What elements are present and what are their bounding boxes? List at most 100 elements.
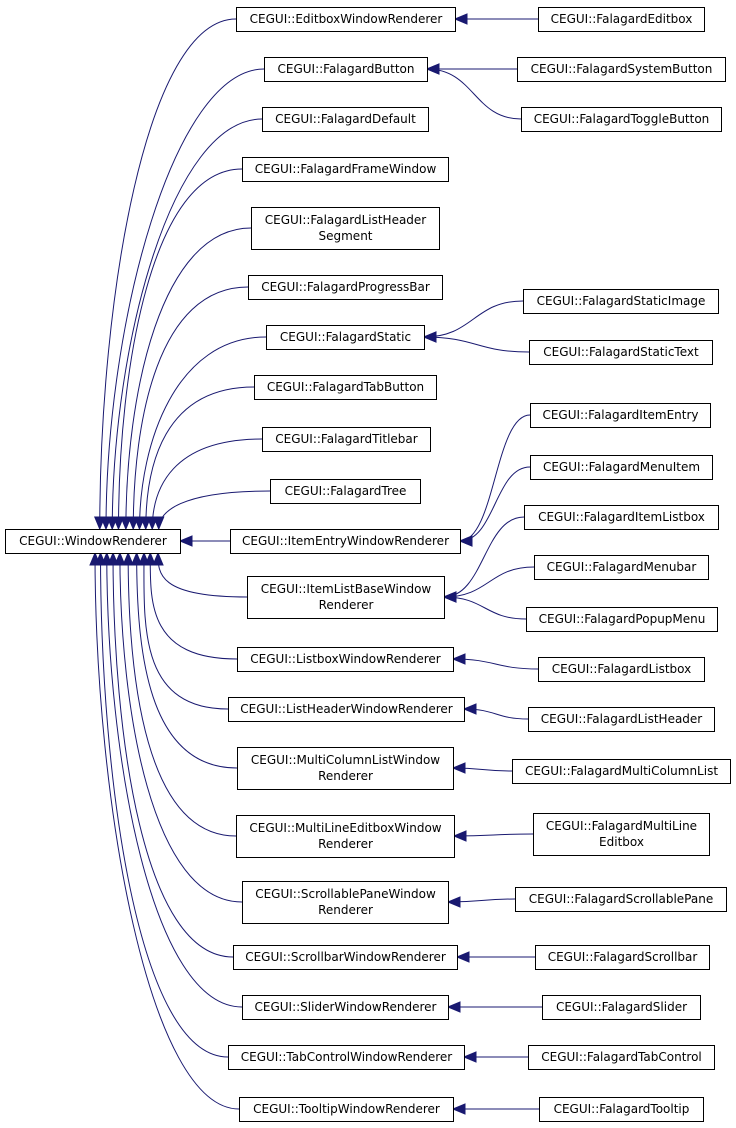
class-box	[523, 289, 719, 314]
class-node-fal-editbox[interactable]: CEGUI::FalagardEditbox	[538, 7, 705, 32]
arrowhead-fal-listheader-to-listheader-wr	[462, 703, 477, 715]
class-node-itementry-wr[interactable]: CEGUI::ItemEntryWindowRenderer	[230, 529, 461, 554]
class-label: Renderer	[318, 903, 373, 917]
class-box	[535, 945, 710, 970]
class-label: CEGUI::ScrollbarWindowRenderer	[245, 950, 446, 964]
class-label: Renderer	[318, 837, 373, 851]
class-label: CEGUI::FalagardItemListbox	[538, 510, 705, 524]
class-label: CEGUI::FalagardFrameWindow	[255, 162, 437, 176]
class-node-fal-statictext[interactable]: CEGUI::FalagardStaticText	[529, 340, 713, 365]
arrowhead-itemlistbase-wr-to-wr	[152, 551, 164, 566]
arrowhead-fal-tree-to-wr	[153, 516, 165, 531]
class-node-fal-listheader[interactable]: CEGUI::FalagardListHeader	[528, 707, 715, 732]
arrowhead-fal-statictext-to-fal-static	[422, 331, 437, 343]
class-node-listheader-wr[interactable]: CEGUI::ListHeaderWindowRenderer	[228, 697, 465, 722]
class-node-fal-framewindow[interactable]: CEGUI::FalagardFrameWindow	[242, 157, 449, 182]
class-node-fal-multicol[interactable]: CEGUI::FalagardMultiColumnList	[512, 759, 731, 784]
class-node-editbox-wr[interactable]: CEGUI::EditboxWindowRenderer	[236, 7, 456, 32]
class-node-fal-menuitem[interactable]: CEGUI::FalagardMenuItem	[530, 455, 713, 480]
class-node-fal-menubar[interactable]: CEGUI::FalagardMenubar	[534, 555, 709, 580]
class-node-scrollbar-wr[interactable]: CEGUI::ScrollbarWindowRenderer	[233, 945, 458, 970]
class-label: CEGUI::FalagardScrollbar	[548, 950, 698, 964]
class-node-tooltip-wr[interactable]: CEGUI::TooltipWindowRenderer	[239, 1097, 454, 1122]
arrowhead-scrollpane-wr-to-wr	[114, 551, 126, 566]
class-box	[254, 375, 437, 400]
class-node-fal-staticimage[interactable]: CEGUI::FalagardStaticImage	[523, 289, 719, 314]
class-node-fal-progressbar[interactable]: CEGUI::FalagardProgressBar	[248, 275, 443, 300]
class-label: CEGUI::SliderWindowRenderer	[255, 1000, 437, 1014]
class-label: CEGUI::ListHeaderWindowRenderer	[240, 702, 452, 716]
class-node-fal-titlebar[interactable]: CEGUI::FalagardTitlebar	[262, 427, 431, 452]
edge-editbox-wr-to-wr	[99, 18, 237, 530]
arrowhead-fal-framewindow-to-wr	[112, 516, 125, 531]
edge-slider-wr-to-wr	[106, 552, 243, 1008]
class-label: CEGUI::FalagardListHeader	[541, 712, 703, 726]
class-node-fal-button[interactable]: CEGUI::FalagardButton	[264, 57, 428, 82]
class-label: CEGUI::ScrollablePaneWindow	[255, 887, 436, 901]
class-node-fal-tooltip[interactable]: CEGUI::FalagardTooltip	[539, 1097, 704, 1122]
class-node-fal-default[interactable]: CEGUI::FalagardDefault	[262, 107, 429, 132]
class-box	[230, 529, 461, 554]
edge-fal-statictext-to-fal-static	[423, 336, 530, 353]
arrowhead-listheader-wr-to-wr	[138, 551, 150, 566]
class-box	[237, 647, 454, 672]
class-node-fal-scrollbar[interactable]: CEGUI::FalagardScrollbar	[535, 945, 710, 970]
class-node-fal-popupmenu[interactable]: CEGUI::FalagardPopupMenu	[526, 607, 718, 632]
class-label: CEGUI::FalagardMultiColumnList	[525, 764, 718, 778]
class-box	[236, 815, 455, 858]
class-node-fal-itemlistbox[interactable]: CEGUI::FalagardItemListbox	[524, 505, 719, 530]
class-node-fal-tabcontrol[interactable]: CEGUI::FalagardTabControl	[528, 1045, 715, 1070]
class-node-listbox-wr[interactable]: CEGUI::ListboxWindowRenderer	[237, 647, 454, 672]
edge-fal-staticimage-to-fal-static	[423, 300, 524, 338]
edge-fal-default-to-wr	[111, 118, 263, 530]
class-label: CEGUI::FalagardSlider	[556, 1000, 687, 1014]
class-box	[539, 1097, 704, 1122]
class-node-slider-wr[interactable]: CEGUI::SliderWindowRenderer	[242, 995, 449, 1020]
class-label: CEGUI::FalagardTabButton	[267, 380, 424, 394]
class-node-fal-listbox[interactable]: CEGUI::FalagardListbox	[538, 657, 705, 682]
class-box	[530, 403, 711, 428]
class-node-wr[interactable]: CEGUI::WindowRenderer	[5, 529, 181, 554]
class-node-fal-itementry[interactable]: CEGUI::FalagardItemEntry	[530, 403, 711, 428]
class-box	[264, 57, 428, 82]
class-node-fal-togglebutton[interactable]: CEGUI::FalagardToggleButton	[521, 107, 722, 132]
arrowhead-multiline-wr-to-wr	[122, 551, 134, 566]
edge-fal-tabbutton-to-wr	[145, 386, 255, 530]
class-node-fal-static[interactable]: CEGUI::FalagardStatic	[266, 325, 425, 350]
class-node-fal-tabbutton[interactable]: CEGUI::FalagardTabButton	[254, 375, 437, 400]
class-label: CEGUI::FalagardMenuItem	[543, 460, 700, 474]
class-label: CEGUI::WindowRenderer	[19, 534, 167, 548]
edge-scrollbar-wr-to-wr	[112, 552, 234, 958]
arrowhead-multicol-wr-to-wr	[130, 551, 143, 566]
class-node-fal-tree[interactable]: CEGUI::FalagardTree	[270, 479, 421, 504]
class-node-fal-scrollpane[interactable]: CEGUI::FalagardScrollablePane	[515, 887, 727, 912]
class-label: CEGUI::FalagardDefault	[275, 112, 416, 126]
class-box	[228, 697, 465, 722]
class-box	[262, 107, 429, 132]
arrowhead-fal-listheaderseg-to-wr	[120, 516, 132, 531]
arrowhead-fal-slider-to-slider-wr	[446, 1001, 461, 1013]
class-label: CEGUI::FalagardEditbox	[551, 12, 693, 26]
class-box	[538, 657, 705, 682]
class-label: CEGUI::MultiColumnListWindow	[251, 753, 440, 767]
class-node-fal-slider[interactable]: CEGUI::FalagardSlider	[542, 995, 701, 1020]
class-box	[521, 107, 722, 132]
class-box	[237, 747, 454, 790]
arrowhead-fal-tooltip-to-tooltip-wr	[451, 1103, 466, 1115]
edge-tabcontrol-wr-to-wr	[100, 552, 229, 1058]
arrowhead-fal-menuitem-to-itementry-wr	[458, 535, 473, 547]
class-node-fal-systembutton[interactable]: CEGUI::FalagardSystemButton	[517, 57, 726, 82]
edge-listheader-wr-to-wr	[143, 552, 229, 710]
class-node-tabcontrol-wr[interactable]: CEGUI::TabControlWindowRenderer	[228, 1045, 465, 1070]
edge-fal-button-to-wr	[105, 68, 265, 530]
class-box	[233, 945, 458, 970]
class-label: Renderer	[319, 598, 374, 612]
arrowhead-fal-multiline-to-multiline-wr	[452, 830, 467, 842]
class-label: CEGUI::FalagardButton	[277, 62, 414, 76]
